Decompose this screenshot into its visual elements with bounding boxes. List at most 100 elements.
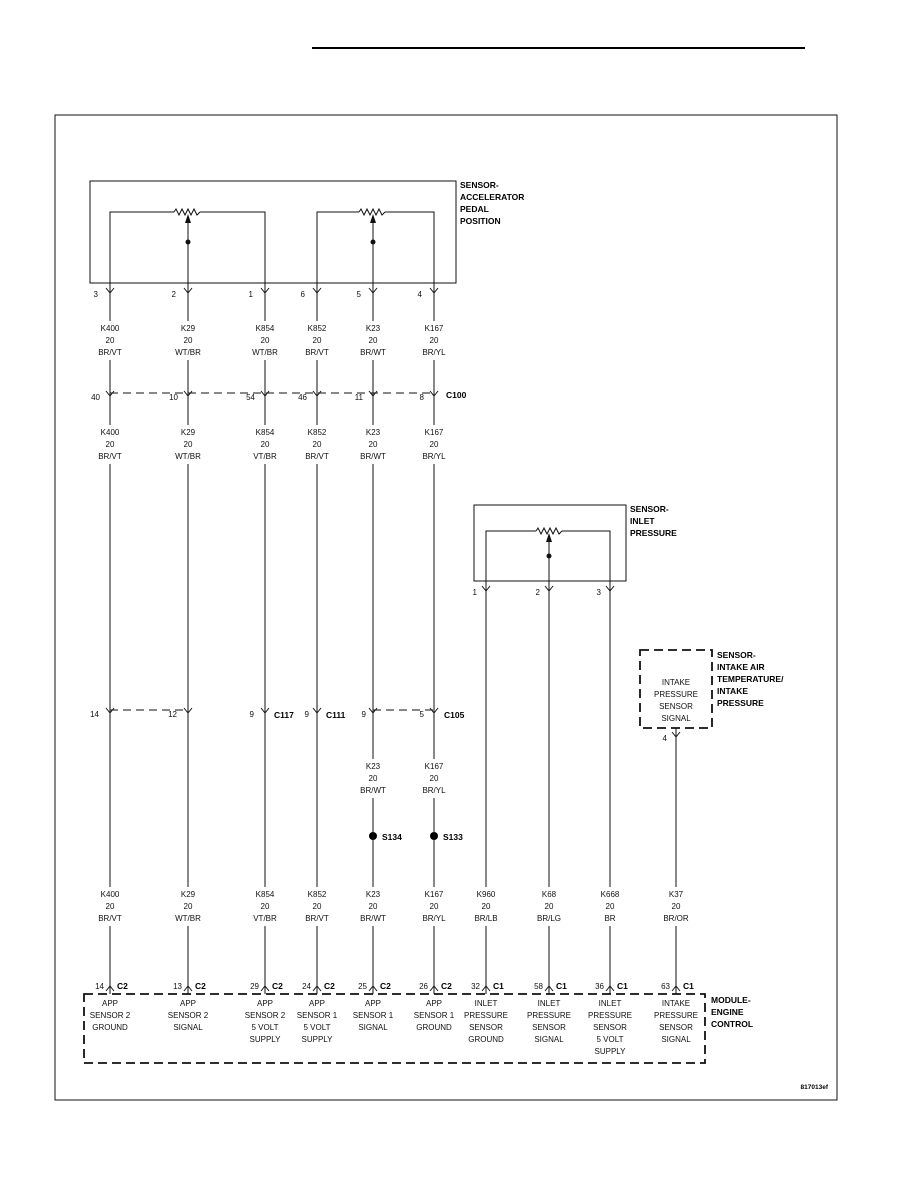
wire-label-line: WT/BR xyxy=(252,348,278,357)
ecm-terminal xyxy=(481,985,491,992)
sensor-pin-number: 1 xyxy=(249,290,254,299)
c100-terminal xyxy=(183,390,193,397)
mid-pin-number: 9 xyxy=(250,710,255,719)
ecm-pin-label-line: 5 VOLT xyxy=(252,1023,279,1032)
wire-label-line: BR/LG xyxy=(537,914,561,923)
wire-label-line: K668 xyxy=(601,890,620,899)
wire-label-line: K23 xyxy=(366,324,381,333)
sensor-terminal xyxy=(368,287,378,294)
ecm-pin-label-line: INTAKE xyxy=(662,999,690,1008)
ecm-pin-label-line: SUPPLY xyxy=(595,1047,627,1056)
wire-label-bg xyxy=(247,887,283,926)
ecm-terminal xyxy=(183,985,193,992)
wire-label-bg xyxy=(416,321,452,360)
wire-label-line: BR/WT xyxy=(360,348,386,357)
c100-terminal xyxy=(429,390,439,397)
ecm-connector-id: C2 xyxy=(441,981,452,991)
ecm-connector-id: C1 xyxy=(683,981,694,991)
ecm-pin-label-line: INLET xyxy=(599,999,622,1008)
ecm-label: MODULE- ENGINE CONTROL xyxy=(711,995,753,1029)
ecm-pin-label-line: APP xyxy=(180,999,196,1008)
wire-label-line: BR/YL xyxy=(422,786,446,795)
ecm-connector-id: C1 xyxy=(493,981,504,991)
c100-pin-number: 46 xyxy=(298,393,307,402)
wire-label-line: BR/VT xyxy=(98,348,122,357)
mid-pin-number: 9 xyxy=(305,710,310,719)
wire-label-line: K23 xyxy=(366,762,381,771)
c100-pin-number: 11 xyxy=(355,393,364,402)
wire-label-line: WT/BR xyxy=(175,452,201,461)
wire-label-line: BR/LB xyxy=(474,914,497,923)
ecm-pin-label-line: SENSOR 2 xyxy=(90,1011,131,1020)
c100-terminal xyxy=(368,390,378,397)
wire-label-bg xyxy=(170,425,206,464)
mid-pin-number: 12 xyxy=(168,710,177,719)
wire-label-line: BR/OR xyxy=(663,914,689,923)
c100-pin-number: 40 xyxy=(91,393,100,402)
wire-label-line: BR/VT xyxy=(98,914,122,923)
ecm-pin-label-line: SENSOR 1 xyxy=(353,1011,394,1020)
sensor-terminal xyxy=(605,585,615,592)
c100-pin-number: 10 xyxy=(169,393,178,402)
wire-label-line: K400 xyxy=(101,890,120,899)
wire-label-line: BR/YL xyxy=(422,348,446,357)
ecm-pin-label-j: INTAKE PRESSURE SENSOR SIGNAL xyxy=(654,999,698,1044)
wire-label-bg xyxy=(170,887,206,926)
ecm-pin-label-line: PRESSURE xyxy=(588,1011,632,1020)
ecm-pin-label-line: SENSOR 1 xyxy=(414,1011,455,1020)
wire-label-line: K29 xyxy=(181,324,196,333)
svg-text:ACCELERATOR: ACCELERATOR xyxy=(460,192,524,202)
mid-pin-number: 9 xyxy=(362,710,367,719)
c100-terminal xyxy=(105,390,115,397)
wire-label-line: K852 xyxy=(308,890,327,899)
ecm-pin-label-line: 5 VOLT xyxy=(304,1023,331,1032)
ecm-terminal xyxy=(260,985,270,992)
ecm-pin-label-line: SIGNAL xyxy=(661,1035,691,1044)
wire-label-line: K23 xyxy=(366,890,381,899)
wire-label-bg xyxy=(92,887,128,926)
ecm-pin-label-line: PRESSURE xyxy=(654,1011,698,1020)
s133-label: S133 xyxy=(443,832,463,842)
ecm-pin-label-line: PRESSURE xyxy=(464,1011,508,1020)
svg-text:INTAKE: INTAKE xyxy=(717,686,748,696)
figure-id: 817013ef xyxy=(801,1084,829,1091)
ecm-pin-number: 24 xyxy=(302,982,311,991)
wire-label-line: K854 xyxy=(256,324,275,333)
svg-text:SIGNAL: SIGNAL xyxy=(661,714,691,723)
mid-pin-number: 5 xyxy=(420,710,425,719)
sensor-terminal xyxy=(312,287,322,294)
ecm-pin-label-line: SENSOR xyxy=(659,1023,693,1032)
ecm-connector-id: C2 xyxy=(324,981,335,991)
wire-label-line: 20 xyxy=(369,774,378,783)
wire-label-line: BR/WT xyxy=(360,452,386,461)
ecm-pin-label-line: PRESSURE xyxy=(527,1011,571,1020)
wire-label-line: WT/BR xyxy=(175,348,201,357)
page-frame xyxy=(54,114,838,1101)
ecm-pin-label-line: GROUND xyxy=(92,1023,128,1032)
app-potentiometer-2 xyxy=(316,207,435,283)
ecm-pin-label-line: APP xyxy=(365,999,381,1008)
ecm-connector-id: C1 xyxy=(556,981,567,991)
ecm-pin-label-line: 5 VOLT xyxy=(597,1035,624,1044)
c100-pin-number: 8 xyxy=(420,393,425,402)
sensor-terminal xyxy=(183,287,193,294)
ecm-pin-label-line: APP xyxy=(309,999,325,1008)
wire-label-bg xyxy=(531,887,567,926)
wire-label-line: 20 xyxy=(430,774,439,783)
iat-sensor-label: SENSOR- INTAKE AIR TEMPERATURE/ INTAKE P… xyxy=(717,650,784,708)
wire-label-line: 20 xyxy=(369,336,378,345)
ecm-connector-id: C2 xyxy=(117,981,128,991)
